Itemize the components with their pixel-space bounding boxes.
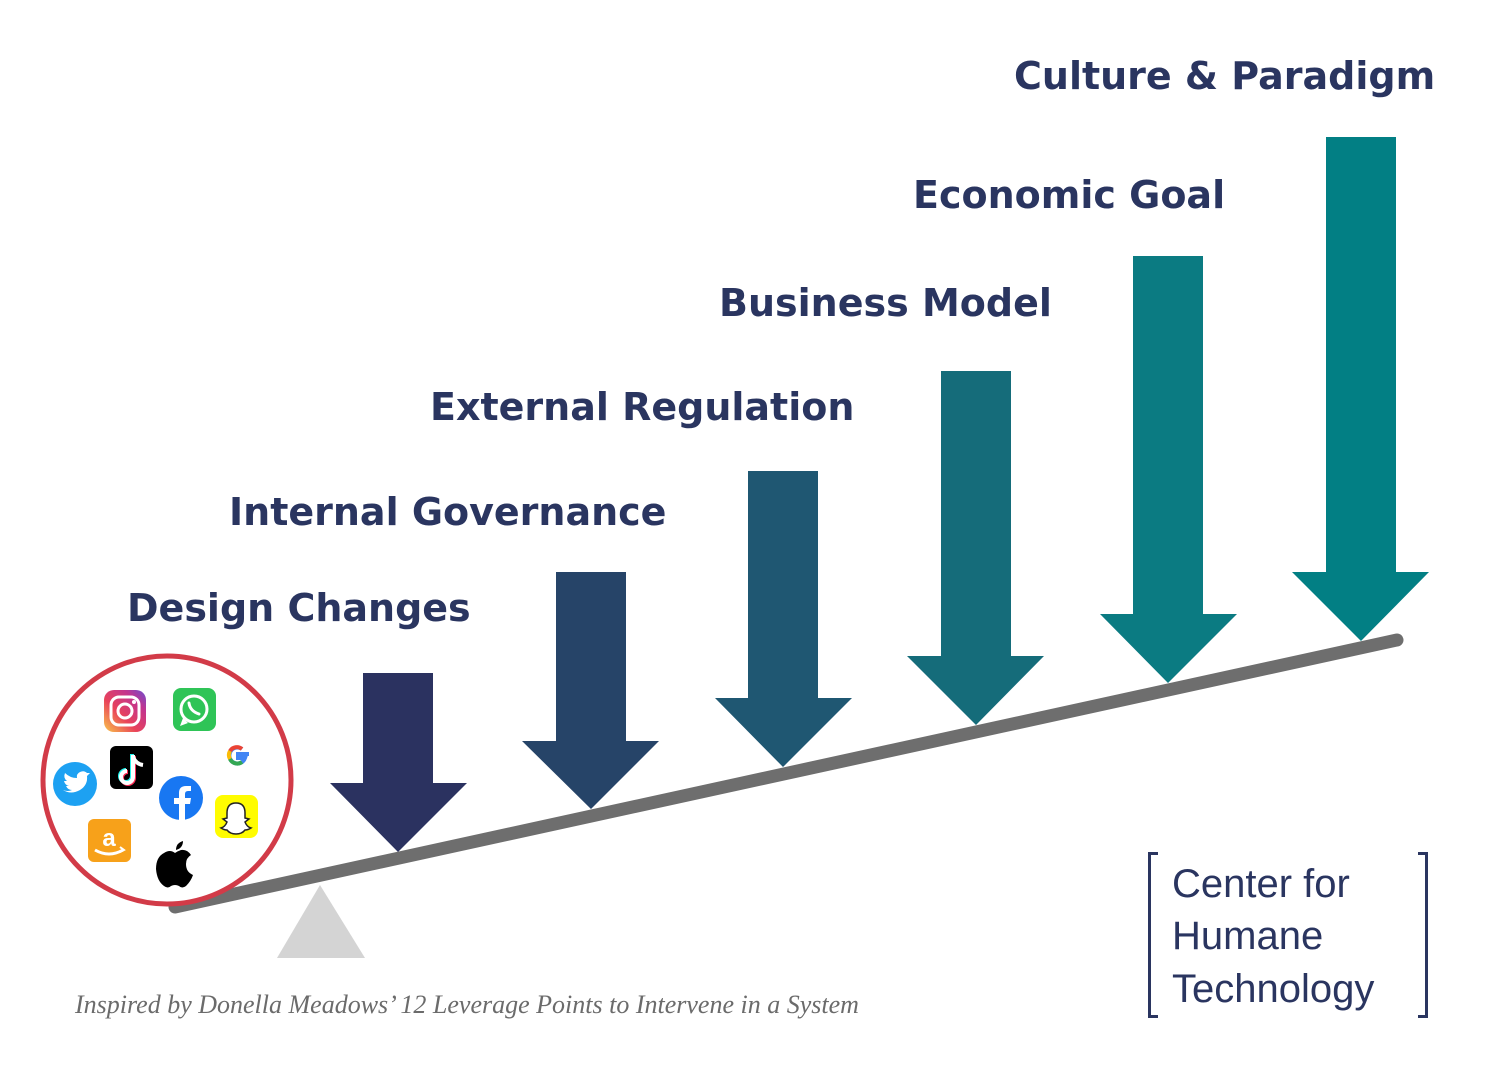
apple-icon (156, 841, 193, 888)
label-external-regulation: External Regulation (430, 385, 855, 429)
label-internal-governance: Internal Governance (229, 490, 667, 534)
arrow-culture-paradigm (1292, 137, 1429, 641)
arrow-external-regulation (715, 471, 852, 767)
logo-line-1: Center for (1172, 862, 1350, 906)
tiktok-icon (110, 746, 153, 789)
fulcrum (277, 885, 365, 958)
logo-bracket-left (1148, 852, 1158, 1018)
cht-logo: Center for Humane Technology (1148, 852, 1428, 1018)
label-culture-paradigm: Culture & Paradigm (1014, 54, 1436, 98)
logo-line-2: Humane (1172, 914, 1324, 958)
label-economic-goal: Economic Goal (913, 173, 1226, 217)
twitter-icon (53, 762, 97, 806)
whatsapp-icon (173, 688, 216, 731)
label-business-model: Business Model (719, 281, 1052, 325)
logo-line-3: Technology (1172, 967, 1375, 1011)
lever-beam (168, 633, 1404, 914)
logo-bracket-right (1418, 852, 1428, 1018)
label-design-changes: Design Changes (127, 586, 471, 630)
app-circle: a (40, 653, 294, 907)
arrow-design-changes (330, 673, 467, 852)
svg-text:a: a (102, 825, 116, 852)
facebook-icon (159, 776, 203, 820)
arrow-economic-goal (1100, 256, 1237, 683)
arrow-business-model (907, 371, 1044, 725)
arrow-internal-governance (522, 572, 659, 809)
credit-text: Inspired by Donella Meadows’ 12 Leverage… (75, 990, 859, 1019)
instagram-icon (104, 690, 146, 732)
google-icon (226, 745, 249, 766)
amazon-icon: a (88, 819, 131, 862)
snapchat-icon (215, 795, 258, 838)
arrows-group (330, 137, 1429, 852)
